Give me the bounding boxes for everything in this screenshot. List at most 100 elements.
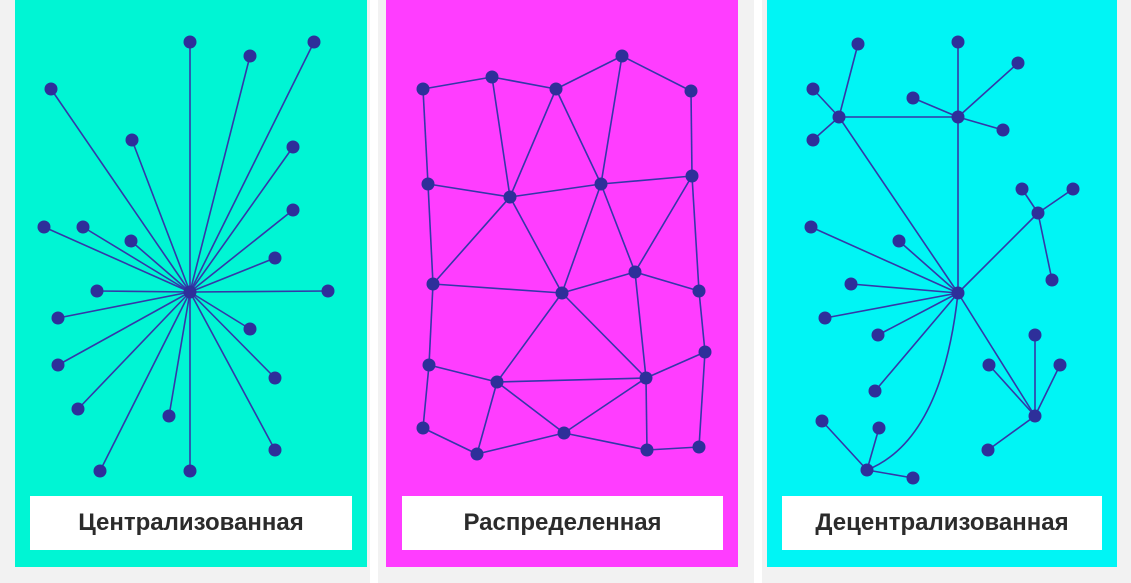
node-7 — [806, 82, 820, 96]
node-26 — [815, 414, 829, 428]
node-8 — [37, 220, 51, 234]
edge-1 — [491, 76, 557, 90]
node-1 — [485, 70, 499, 84]
edge-7 — [912, 97, 959, 118]
edge-4 — [131, 139, 191, 293]
node-12 — [692, 284, 706, 298]
edge-3 — [50, 88, 191, 293]
decentralized-label-box: Децентрализованная — [782, 496, 1102, 550]
edge-20 — [957, 292, 1036, 417]
edges — [43, 41, 329, 472]
edge-21 — [561, 271, 636, 294]
node-4 — [44, 82, 58, 96]
node-3 — [615, 49, 629, 63]
edge-20 — [99, 291, 191, 472]
edge-9 — [130, 240, 191, 293]
node-0 — [416, 82, 430, 96]
edge-29 — [496, 377, 647, 383]
node-15 — [1045, 273, 1059, 287]
centralized-network-diagram — [37, 35, 335, 478]
edge-8 — [957, 116, 1004, 131]
edge-25 — [821, 420, 868, 471]
node-5 — [421, 177, 435, 191]
node-19 — [557, 426, 571, 440]
edge-4 — [422, 88, 429, 185]
node-14 — [1066, 182, 1080, 196]
edge-13 — [957, 212, 1039, 294]
node-21 — [868, 384, 882, 398]
node-0 — [183, 285, 197, 299]
node-13 — [1015, 182, 1029, 196]
node-7 — [286, 203, 300, 217]
edge-16 — [561, 183, 602, 294]
edge-11 — [96, 290, 191, 293]
distributed-network-diagram — [416, 49, 712, 461]
node-17 — [892, 234, 906, 248]
node-1 — [832, 110, 846, 124]
edge-5 — [189, 146, 294, 293]
edge-15 — [57, 291, 191, 366]
edge-39 — [563, 432, 648, 451]
node-19 — [162, 409, 176, 423]
edge-37 — [422, 427, 478, 455]
edge-32 — [476, 381, 498, 455]
edge-13 — [57, 291, 191, 319]
node-9 — [951, 35, 965, 49]
node-14 — [51, 311, 65, 325]
edge-0 — [422, 76, 493, 90]
node-2 — [549, 82, 563, 96]
edge-10 — [189, 257, 276, 293]
node-10 — [555, 286, 569, 300]
node-5 — [860, 463, 874, 477]
node-9 — [426, 277, 440, 291]
edge-38 — [476, 432, 565, 455]
node-10 — [1011, 56, 1025, 70]
node-15 — [639, 371, 653, 385]
node-1 — [183, 35, 197, 49]
edge-7 — [43, 226, 191, 293]
decentralized-panel: Децентрализованная — [767, 0, 1117, 567]
curved-edge-0 — [866, 292, 959, 471]
edge-6 — [957, 62, 1019, 118]
edge-1 — [189, 55, 251, 293]
decentralized-label: Децентрализованная — [815, 509, 1069, 536]
edge-33 — [496, 381, 565, 434]
distributed-panel: Распределенная — [386, 0, 738, 567]
node-28 — [906, 471, 920, 485]
edge-6 — [189, 209, 294, 293]
nodes — [416, 49, 712, 461]
edge-14 — [432, 196, 511, 285]
node-16 — [51, 358, 65, 372]
node-11 — [268, 251, 282, 265]
node-7 — [594, 177, 608, 191]
edge-8 — [82, 226, 191, 293]
node-12 — [996, 123, 1010, 137]
node-4 — [1028, 409, 1042, 423]
edge-10 — [427, 183, 511, 198]
node-21 — [692, 440, 706, 454]
edges — [422, 55, 706, 455]
node-18 — [71, 402, 85, 416]
node-16 — [804, 220, 818, 234]
edge-19 — [874, 292, 959, 392]
edge-5 — [491, 76, 511, 198]
edge-4 — [838, 116, 959, 294]
edge-11 — [509, 183, 602, 198]
node-6 — [286, 140, 300, 154]
node-17 — [268, 371, 282, 385]
node-11 — [906, 91, 920, 105]
edge-6 — [509, 88, 557, 198]
edge-0 — [838, 43, 859, 118]
node-6 — [851, 37, 865, 51]
edge-17 — [77, 291, 191, 410]
node-6 — [503, 190, 517, 204]
edge-19 — [691, 175, 700, 292]
edge-15 — [898, 240, 959, 294]
node-20 — [640, 443, 654, 457]
separator-1 — [370, 0, 378, 583]
edge-15 — [509, 196, 563, 294]
edge-9 — [690, 90, 693, 177]
node-2 — [951, 110, 965, 124]
edge-17 — [824, 292, 959, 319]
edge-18 — [634, 175, 693, 273]
